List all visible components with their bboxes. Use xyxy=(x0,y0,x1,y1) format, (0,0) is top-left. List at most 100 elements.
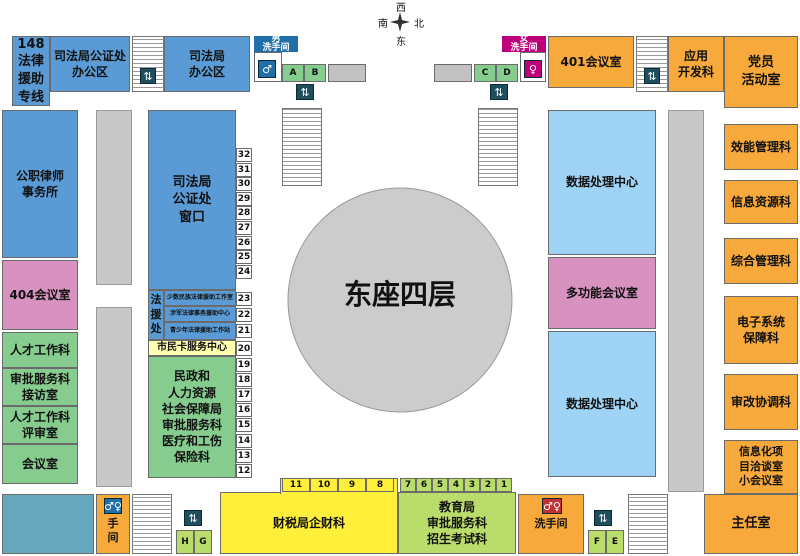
window-number: 31 xyxy=(236,162,252,177)
light-well-left-upper xyxy=(96,110,132,285)
room-approval-reception: 审批服务科 接访室 xyxy=(2,368,78,406)
room-sifa-notary-office-area: 司法局公证处 办公区 xyxy=(50,36,130,92)
door-h[interactable]: H xyxy=(176,530,194,554)
door-g[interactable]: G xyxy=(194,530,212,554)
female-restroom-icon: ♀ xyxy=(524,60,542,78)
window-number: 20 xyxy=(236,341,252,356)
window-number: 4 xyxy=(448,478,464,492)
door-a[interactable]: A xyxy=(282,64,304,82)
room-bottom-left-corner xyxy=(2,494,94,554)
window-number: 11 xyxy=(282,478,310,492)
escalator-icon-nw: ⇅ xyxy=(140,68,156,84)
male-restroom-icon: ♂ xyxy=(258,60,276,78)
staircase-se xyxy=(628,494,668,554)
window-number: 21 xyxy=(236,324,252,338)
shaft-top-left xyxy=(328,64,366,82)
room-legal-aid-minority: 少数民族法律援助工作室 xyxy=(164,290,236,306)
window-number: 23 xyxy=(236,292,252,306)
window-number: 15 xyxy=(236,418,252,433)
room-public-lawyer-office: 公职律师 事务所 xyxy=(2,110,78,258)
staircase-sw xyxy=(132,494,172,554)
window-number: 18 xyxy=(236,373,252,388)
room-meeting: 会议室 xyxy=(2,444,78,484)
elevator-icon-top-left: ⇅ xyxy=(296,84,314,100)
window-number: 17 xyxy=(236,388,252,403)
room-e-system: 电子系统 保障科 xyxy=(724,296,798,364)
room-director: 主任室 xyxy=(704,494,798,554)
room-party-activity: 党员 活动室 xyxy=(724,36,798,108)
room-multi-function-meeting: 多功能会议室 xyxy=(548,257,656,329)
window-number: 30 xyxy=(236,177,252,192)
floor-title: 东座四层 xyxy=(343,278,456,312)
window-number: 6 xyxy=(416,478,432,492)
room-citizen-card-center: 市民卡服务中心 xyxy=(148,340,236,356)
window-number: 10 xyxy=(310,478,338,492)
window-number: 24 xyxy=(236,264,252,279)
room-info-resource: 信息资源科 xyxy=(724,180,798,224)
compass-south: 南 xyxy=(378,19,388,30)
window-number: 9 xyxy=(338,478,366,492)
room-sifa-notary-window: 司法局 公证处 窗口 xyxy=(148,110,236,290)
room-integrated-mgmt: 综合管理科 xyxy=(724,238,798,284)
window-number: 12 xyxy=(236,463,252,478)
room-sifa-office: 司法局 办公区 xyxy=(164,36,250,92)
window-number: 26 xyxy=(236,235,252,250)
atrium xyxy=(287,187,513,413)
room-legal-aid-military: 涉军法律事务援助中心 xyxy=(164,306,236,322)
escalator-icon-ne: ⇅ xyxy=(644,68,660,84)
window-number: 5 xyxy=(432,478,448,492)
window-number: 14 xyxy=(236,433,252,448)
room-401-meeting: 401会议室 xyxy=(548,36,634,88)
door-e[interactable]: E xyxy=(606,530,624,554)
staircase-inner-left xyxy=(282,108,322,186)
room-civil-affairs-hr: 民政和 人力资源 社会保障局 审批服务科 医疗和工伤 保险科 xyxy=(148,356,236,478)
elevator-icon-top-right: ⇅ xyxy=(490,84,508,100)
compass-west: 西 xyxy=(396,3,406,14)
window-number: 32 xyxy=(236,148,252,162)
restroom-icon-bottom-right: ♂♀ xyxy=(542,498,562,514)
window-number: 7 xyxy=(400,478,416,492)
window-number: 27 xyxy=(236,221,252,235)
elevator-icon-sw: ⇅ xyxy=(184,510,202,526)
room-talent-review: 人才工作科 评审室 xyxy=(2,406,78,444)
window-number: 2 xyxy=(480,478,496,492)
restroom-female-label: 女 洗手间 xyxy=(502,36,546,52)
room-legal-aid-label: 法 援 处 xyxy=(148,290,164,340)
window-number: 3 xyxy=(464,478,480,492)
room-talent-section: 人才工作科 xyxy=(2,332,78,368)
window-number: 16 xyxy=(236,403,252,418)
light-well-left-lower xyxy=(96,307,132,487)
door-b[interactable]: B xyxy=(304,64,326,82)
restroom-bottom-right: 洗手间 xyxy=(518,494,584,554)
light-well-right xyxy=(668,110,704,492)
window-number: 29 xyxy=(236,191,252,206)
door-f[interactable]: F xyxy=(588,530,606,554)
compass-star-icon xyxy=(390,12,410,32)
compass-east: 东 xyxy=(396,37,406,48)
room-404-meeting: 404会议室 xyxy=(2,260,78,330)
room-education-bureau: 教育局 审批服务科 招生考试科 xyxy=(398,492,516,554)
room-app-dev: 应用 开发科 xyxy=(668,36,724,92)
window-number: 25 xyxy=(236,250,252,265)
door-d[interactable]: D xyxy=(496,64,518,82)
window-number: 1 xyxy=(496,478,512,492)
room-it-project: 信息化项 目洽谈室 小会议室 xyxy=(724,440,798,494)
compass: 西 南 北 东 xyxy=(378,0,424,48)
room-approval-coord: 审改协调科 xyxy=(724,374,798,430)
room-efficiency: 效能管理科 xyxy=(724,124,798,170)
window-number: 19 xyxy=(236,358,252,372)
window-number: 13 xyxy=(236,448,252,463)
room-148-legal-aid-hotline: 148 法律 援助 专线 xyxy=(12,36,50,106)
restroom-male-label: 男 洗手间 xyxy=(254,36,298,52)
door-c[interactable]: C xyxy=(474,64,496,82)
room-data-center-bottom: 数据处理中心 xyxy=(548,331,656,477)
shaft-top-right xyxy=(434,64,472,82)
window-number: 28 xyxy=(236,206,252,221)
compass-north: 北 xyxy=(414,19,424,30)
room-legal-aid-youth: 青少年法律援助工作站 xyxy=(164,322,236,340)
staircase-inner-right xyxy=(478,108,518,186)
window-number: 8 xyxy=(366,478,394,492)
restroom-icon-bottom-left: ♂♀ xyxy=(104,498,122,514)
room-data-center-top: 数据处理中心 xyxy=(548,110,656,255)
